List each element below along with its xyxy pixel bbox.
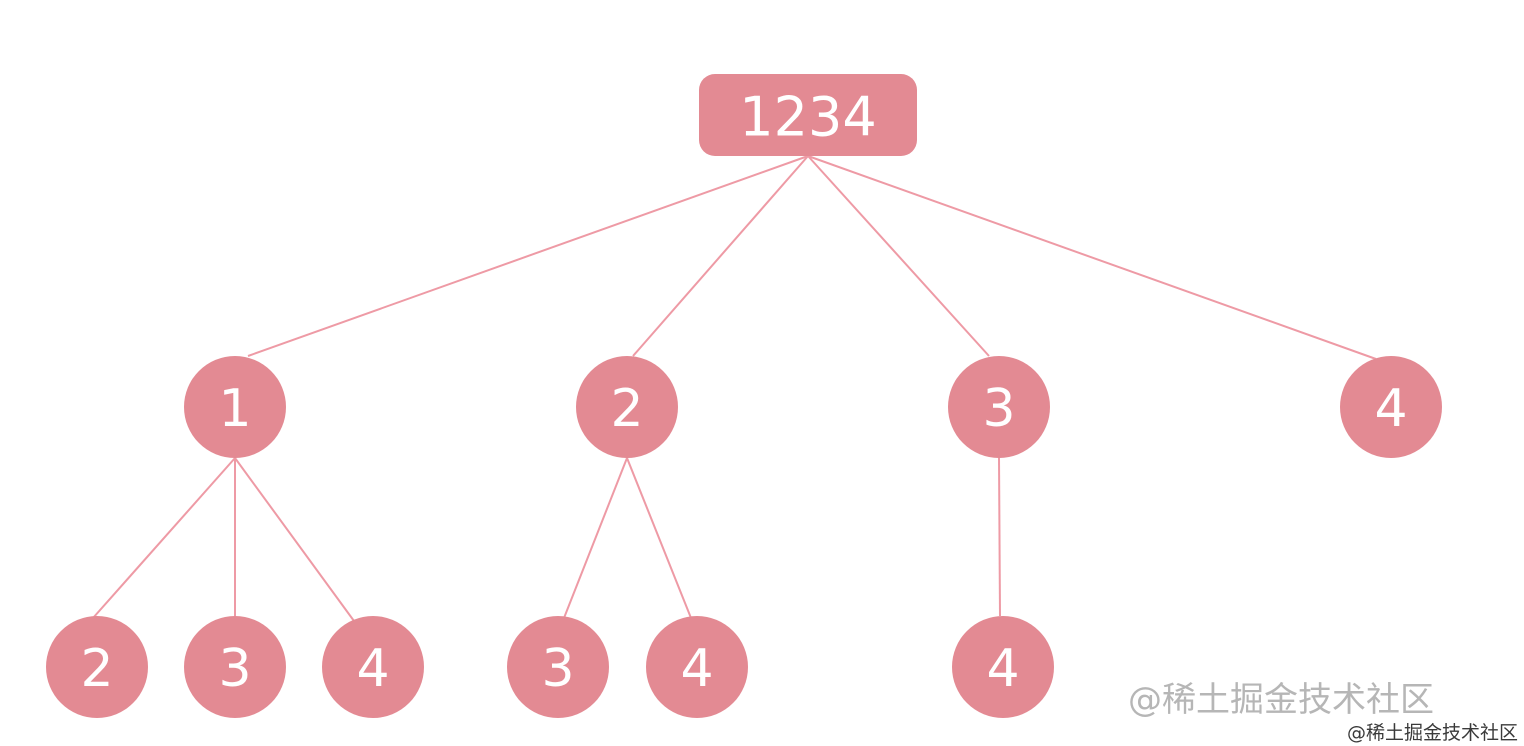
watermark-logo: @稀土掘金技术社区 [1128,680,1434,720]
node-circle [948,356,1050,458]
edge-n2-to-n2-3 [563,457,628,619]
node-n2-3: 3 [507,616,609,718]
node-n1: 1 [184,356,286,458]
tree-edges [92,155,1377,622]
node-circle [184,356,286,458]
node-n3: 3 [948,356,1050,458]
node-circle [1340,356,1442,458]
node-n1-2: 2 [46,616,148,718]
node-label: 3 [541,639,574,699]
node-n1-4: 4 [322,616,424,718]
edge-n3-to-n3-4 [998,457,1001,617]
root-node-box [699,74,917,156]
watermark-text: @稀土掘金技术社区 [1346,722,1518,744]
edge-n1-to-n1-2 [92,457,236,619]
node-n2-4: 4 [646,616,748,718]
node-label: 1234 [739,86,876,149]
node-circle [322,616,424,718]
node-n4: 4 [1340,356,1442,458]
node-label: 3 [982,379,1015,439]
node-circle [184,616,286,718]
node-label: 4 [680,639,713,699]
node-label: 4 [986,639,1019,699]
node-label: 3 [218,639,251,699]
node-n3-4: 4 [952,616,1054,718]
node-label: 2 [80,639,113,699]
node-root: 1234 [699,74,917,156]
node-circle [507,616,609,718]
edge-n2-to-n2-4 [626,457,692,619]
edge-n1-to-n1-4 [234,457,355,622]
node-circle [952,616,1054,718]
node-label: 2 [610,379,643,439]
node-label: 4 [356,639,389,699]
edge-root-to-n2 [632,155,809,357]
node-label: 1 [218,379,251,439]
node-circle [46,616,148,718]
node-circle [646,616,748,718]
node-label: 4 [1374,379,1407,439]
node-n2: 2 [576,356,678,458]
node-n1-3: 3 [184,616,286,718]
edge-root-to-n3 [807,155,990,357]
edge-root-to-n1 [247,155,809,357]
edge-root-to-n4 [807,155,1377,360]
node-circle [576,356,678,458]
